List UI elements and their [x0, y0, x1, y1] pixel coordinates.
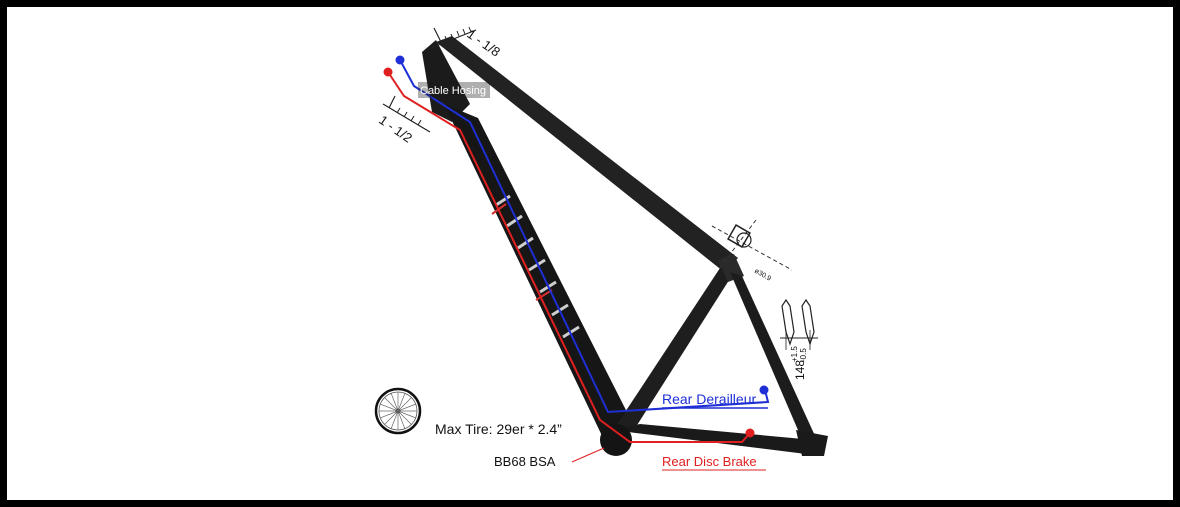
bike-frame	[422, 36, 828, 456]
dropout-icon: 148 +1.5 -0.5	[780, 298, 818, 380]
bike-frame-diagram: 1 - 1/8 1 - 1/2 Cable Hosing Rear Derail…	[374, 26, 828, 471]
rear-dropout	[796, 430, 828, 456]
down-tube-graphic	[495, 194, 580, 339]
wheel-icon	[374, 387, 422, 435]
cable-label-bg	[418, 82, 490, 98]
seatpost-size-label: ø30.9	[753, 268, 772, 283]
rear-brake-cable	[383, 67, 755, 443]
chain-stay	[612, 424, 814, 454]
head-tube-dimension-bottom: 1 - 1/2	[376, 95, 431, 146]
top-tube	[436, 36, 738, 272]
rear-derailleur-cable	[395, 55, 770, 414]
head-bottom-size-label: 1 - 1/2	[376, 112, 415, 145]
bb-leader-line	[571, 447, 605, 463]
diagram-canvas: 1 - 1/8 1 - 1/2 Cable Hosing Rear Derail…	[7, 7, 1173, 500]
bb-standard-label: BB68 BSA	[494, 454, 556, 469]
seat-tube	[612, 266, 738, 432]
axle-width-label: 148	[793, 360, 807, 380]
rear-disc-brake-label: Rear Disc Brake	[662, 454, 757, 469]
bottom-bracket-shell	[600, 424, 632, 456]
axle-tol-bottom-label: -0.5	[799, 348, 808, 362]
rear-derailleur-label: Rear Derailleur	[662, 391, 756, 407]
max-tire-label: Max Tire: 29er * 2.4”	[435, 421, 562, 437]
axle-tol-top-label: +1.5	[790, 346, 799, 362]
head-tube	[422, 40, 470, 122]
cable-hosing-label: Cable Hosing	[420, 85, 486, 97]
down-tube	[444, 104, 632, 440]
seat-stay	[730, 272, 816, 444]
